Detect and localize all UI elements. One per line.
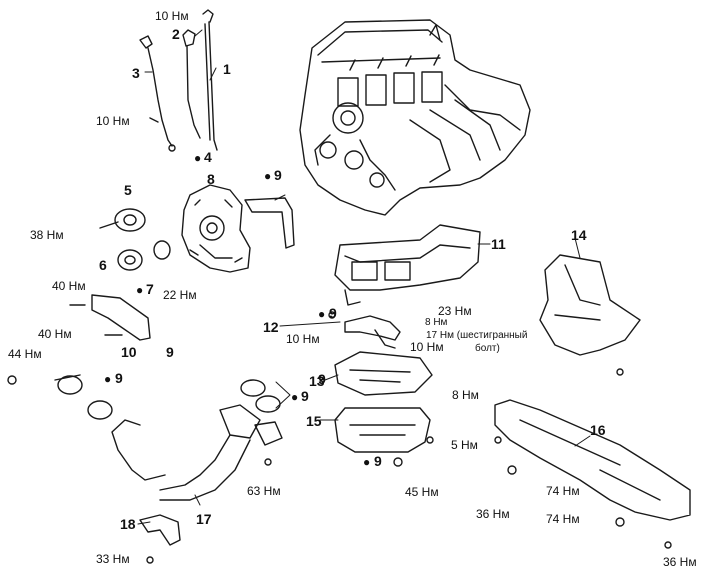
part-number-12: 12 — [263, 319, 279, 335]
part-number-6: 6 — [99, 257, 107, 273]
part-number-18: 18 — [120, 516, 136, 532]
torque-label-tube-right: 10 Нм — [410, 340, 444, 354]
torque-label-pump: 22 Нм — [163, 288, 197, 302]
part-number-11: 11 — [491, 236, 506, 252]
bullet-7: ● — [136, 283, 144, 297]
pump-gasket — [244, 197, 295, 249]
torque-label-pan-small: 8 Нм — [425, 317, 448, 328]
part-number-16: 16 — [590, 422, 606, 438]
part-number-9-gasket: 9 — [274, 167, 282, 183]
torque-label-bracket-upper: 40 Нм — [52, 279, 86, 293]
bolts — [7, 368, 672, 564]
oil-pump-housing — [181, 184, 251, 273]
bracket-18 — [139, 514, 181, 546]
pickup-tube — [328, 311, 401, 349]
part-number-10: 10 — [121, 344, 137, 360]
torque-label-pipe-end: 44 Нм — [8, 347, 42, 361]
torque-label-pulley: 38 Нм — [30, 228, 64, 242]
crossmember — [494, 399, 691, 521]
part-number-4: 4 — [204, 149, 212, 165]
bullet-4: ● — [194, 151, 202, 165]
leader-lines — [137, 29, 591, 525]
torque-label-cross-right: 36 Нм — [663, 555, 697, 569]
hex-bolt-note-line1: 17 Нм (шестигранный — [426, 330, 528, 341]
part-number-2: 2 — [172, 26, 180, 42]
part-number-17: 17 — [196, 511, 212, 527]
torque-label-plate: 8 Нм — [452, 388, 479, 402]
part-number-9-plate: 9 — [318, 371, 326, 387]
bullet-9-pipe: ● — [104, 372, 112, 386]
part-number-14: 14 — [571, 227, 587, 243]
oil-pan-upper — [334, 224, 481, 306]
torque-label-tube: 10 Нм — [96, 114, 130, 128]
torque-label-drain: 5 Нм — [451, 438, 478, 452]
gasket-ring-2 — [255, 395, 281, 413]
part-number-13: 13 — [309, 373, 325, 389]
part-number-9-tube: 9 — [329, 305, 337, 321]
torque-label-pan-bolt: 45 Нм — [405, 485, 439, 499]
pulley-parts — [99, 208, 171, 271]
under-shield — [539, 254, 641, 356]
torque-label-cross-left: 36 Нм — [476, 507, 510, 521]
torque-label-pipe-bolt: 63 Нм — [247, 484, 281, 498]
torque-label-top: 10 Нм — [155, 9, 189, 23]
dipstick-assembly — [139, 9, 218, 152]
bracket-10 — [69, 294, 151, 341]
bullet-9-rings: ● — [291, 390, 299, 404]
hex-bolt-note-line2: болт) — [475, 343, 500, 354]
part-number-8: 8 — [207, 171, 215, 187]
torque-label-pan-upper: 23 Нм — [438, 304, 472, 318]
part-number-7: 7 — [146, 281, 154, 297]
oil-pan-lower — [334, 407, 431, 453]
part-number-15: 15 — [306, 413, 322, 429]
part-number-1: 1 — [223, 61, 231, 77]
bullet-9-gasket: ● — [264, 169, 272, 183]
torque-label-cross-mid: 74 Нм — [546, 484, 580, 498]
part-number-9-pan: 9 — [374, 453, 382, 469]
torque-label-tube-left: 10 Нм — [286, 332, 320, 346]
torque-label-cross-lower: 74 Нм — [546, 512, 580, 526]
part-number-5: 5 — [124, 182, 132, 198]
part-number-9-pipe: 9 — [115, 370, 123, 386]
part-number-9-bracket: 9 — [166, 344, 174, 360]
torque-label-bracket-lower: 40 Нм — [38, 327, 72, 341]
exhaust-pipe — [54, 374, 283, 501]
baffle-plate — [334, 351, 433, 396]
torque-label-bracket-18: 33 Нм — [96, 552, 130, 566]
bullet-9-tube: ● — [318, 307, 326, 321]
bullet-9-pan: ● — [363, 455, 371, 469]
engine-block — [299, 19, 531, 216]
gasket-ring-1 — [240, 379, 266, 397]
part-number-9-rings: 9 — [301, 388, 309, 404]
part-number-3: 3 — [132, 65, 140, 81]
